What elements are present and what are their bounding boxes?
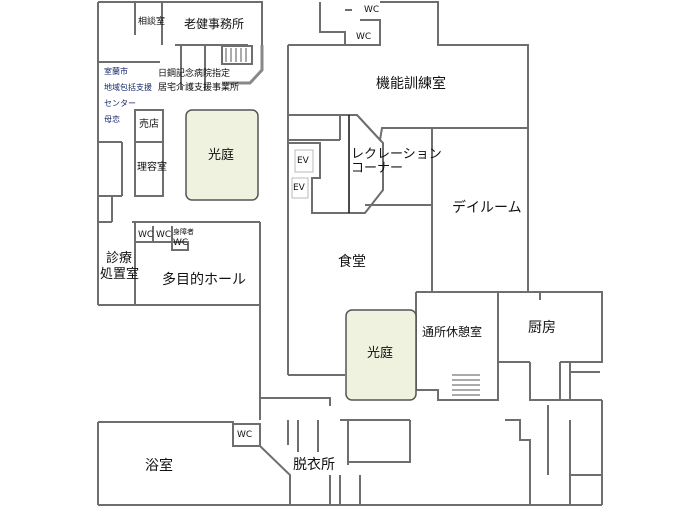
wc-accessible-label-2: WC bbox=[173, 238, 189, 248]
clinic-label-2: 処置室 bbox=[100, 267, 140, 282]
wc-4: WC bbox=[356, 32, 372, 42]
room-hall: 多目的ホール bbox=[162, 272, 246, 288]
courtyard-1 bbox=[185, 109, 259, 201]
wc-5: WC bbox=[237, 430, 253, 440]
room-dining: 食堂 bbox=[338, 254, 366, 270]
center-label-1: 室蘭市 bbox=[104, 67, 128, 76]
room-barber: 理容室 bbox=[137, 162, 167, 173]
room-dayroom: デイルーム bbox=[452, 200, 522, 216]
room-rest: 通所休憩室 bbox=[422, 325, 483, 339]
wc-2: WC bbox=[156, 230, 172, 240]
center-label-2: 地域包括支援 bbox=[104, 83, 152, 92]
courtyard-1-label: 光庭 bbox=[208, 148, 235, 163]
room-bath: 浴室 bbox=[145, 458, 173, 474]
elevator-2: EV bbox=[293, 183, 305, 193]
wc-1: WC bbox=[138, 230, 154, 240]
recreation-label-2: コーナー bbox=[351, 161, 404, 176]
clinic-label-1: 診療 bbox=[106, 251, 133, 266]
wc-accessible-label-1: 身障者 bbox=[173, 228, 194, 236]
center-label-3: センター bbox=[104, 99, 136, 108]
care-office-label-2: 居宅介護支援事業所 bbox=[158, 83, 240, 93]
room-dressing: 脱衣所 bbox=[293, 457, 335, 473]
courtyard-2 bbox=[345, 309, 417, 401]
room-office: 老健事務所 bbox=[184, 17, 245, 31]
recreation-label-1: レクレーション bbox=[351, 147, 442, 162]
center-label-4: 母恋 bbox=[104, 115, 120, 124]
room-consult: 相談室 bbox=[138, 17, 166, 27]
wc-3: WC bbox=[364, 5, 380, 15]
care-office-label-1: 日鋼記念病院指定 bbox=[158, 69, 231, 79]
elevator-1: EV bbox=[297, 156, 309, 166]
courtyard-2-label: 光庭 bbox=[367, 346, 394, 361]
room-training: 機能訓練室 bbox=[376, 76, 446, 92]
room-kitchen: 厨房 bbox=[528, 320, 556, 336]
room-shop: 売店 bbox=[139, 119, 159, 130]
